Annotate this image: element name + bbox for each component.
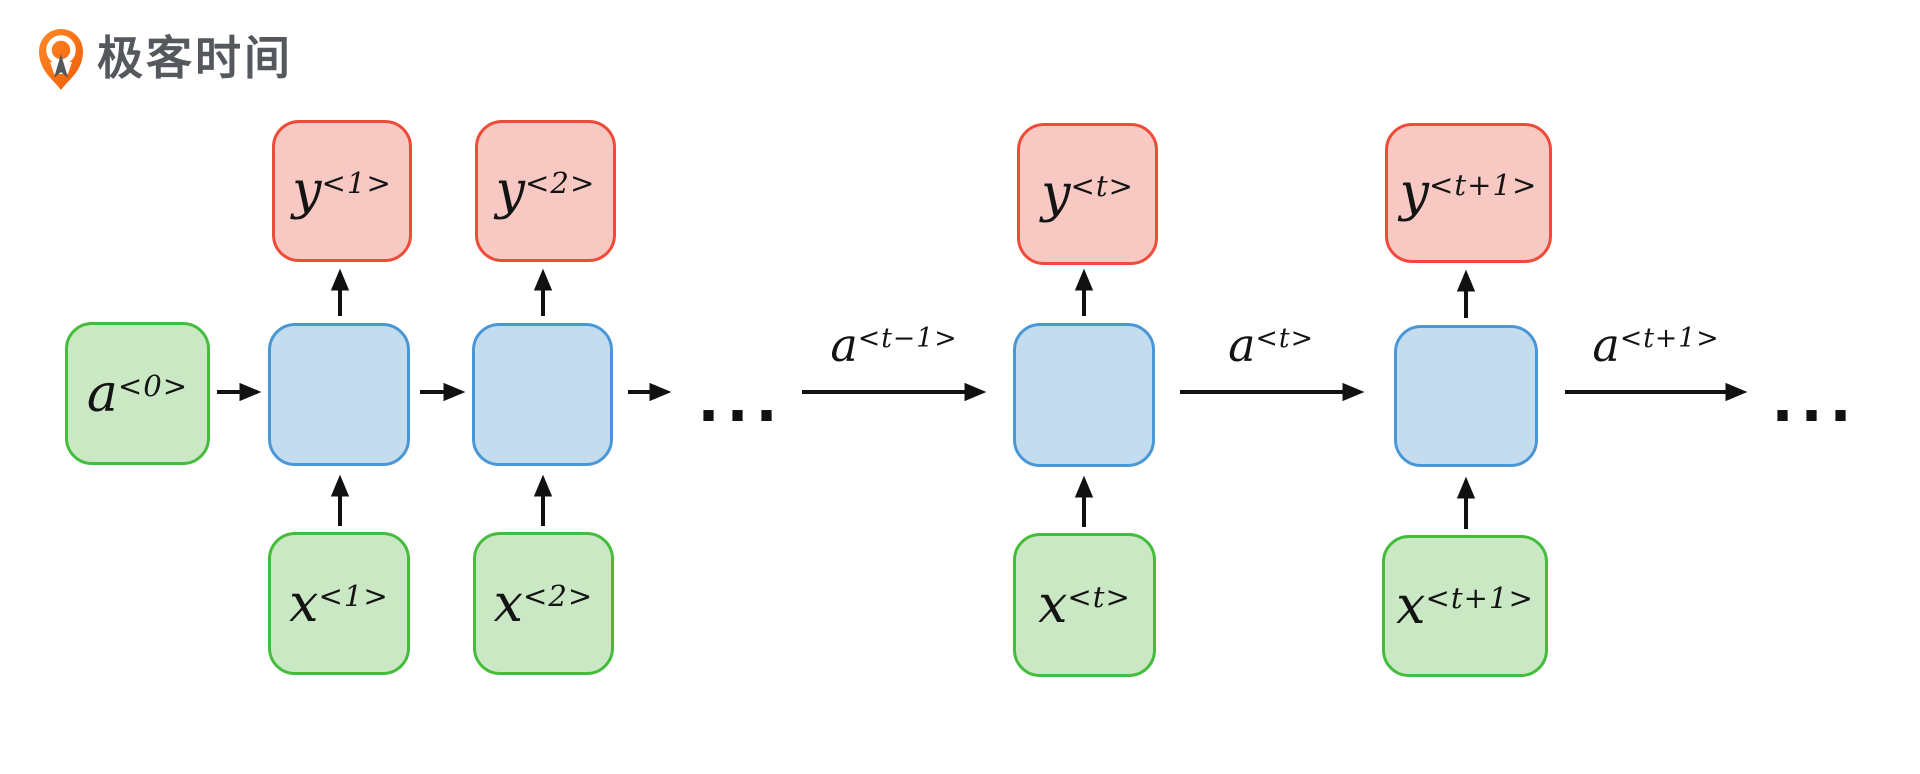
input-box-x2: x<2> [473,532,614,675]
output-label-yt: y<t> [1041,164,1134,224]
input-box-x1: x<1> [268,532,410,675]
input-label-xt1: x<t+1> [1396,576,1534,636]
output-label-y1: y<1> [292,161,392,221]
initial-activation-label-a0: a<0> [86,363,189,424]
input-label-x2: x<2> [493,573,594,634]
activation-edge-label-t: a<t> [1228,317,1314,372]
output-box-yt1: y<t+1> [1385,123,1552,263]
activation-edge-label-t-plus-1: a<t+1> [1592,317,1720,372]
output-box-y1: y<1> [272,120,412,262]
input-label-xt: x<t> [1038,575,1131,635]
output-box-yt: y<t> [1017,123,1158,265]
hidden-state-box-4 [1394,325,1538,467]
ellipsis-right: ... [1771,367,1859,435]
geektime-logo: 极客时间 [38,28,293,92]
output-label-y2: y<2> [495,161,596,221]
hidden-state-box-2 [472,323,613,466]
output-label-yt1: y<t+1> [1399,163,1538,223]
activation-edge-label-t-minus-1: a<t−1> [830,317,958,372]
output-box-y2: y<2> [475,120,616,262]
initial-activation-box-a0: a<0> [65,322,210,465]
hidden-state-box-1 [268,323,410,466]
input-box-xt1: x<t+1> [1382,535,1548,677]
hidden-state-box-3 [1013,323,1155,467]
ellipsis-left: ... [697,367,785,435]
brand-text: 极客时间 [97,31,293,85]
geektime-logo-icon [39,29,83,90]
input-box-xt: x<t> [1013,533,1156,677]
input-label-x1: x<1> [289,573,389,634]
